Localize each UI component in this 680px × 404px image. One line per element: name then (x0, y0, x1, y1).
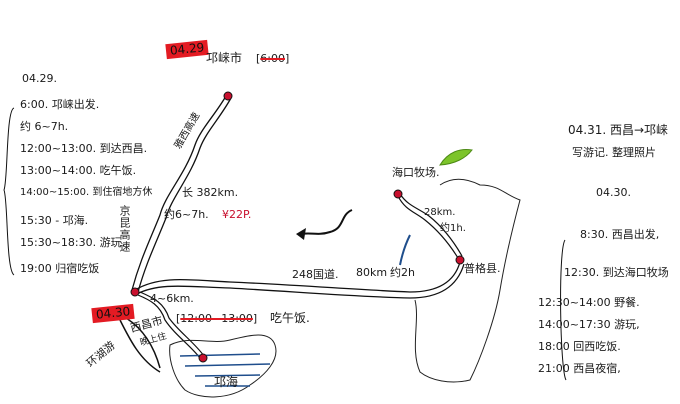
marker-xichang (130, 287, 140, 297)
brace (3, 107, 15, 276)
ranch-label: 海口牧场. (392, 166, 440, 179)
marker-county (455, 255, 465, 265)
road-distance: 80km (356, 266, 388, 279)
lake-water (179, 353, 271, 387)
arrow-head-icon (296, 228, 306, 240)
day3-note: 写游记. 整理照片 (572, 146, 656, 159)
schedule-item: 14:00~15:00. 到住宿地方休 (20, 187, 153, 198)
road-label: 248国道. (292, 268, 339, 281)
day2-schedule-title: 04.30. (596, 186, 631, 199)
day2-schedule-item: 8:30. 西昌出发, (580, 228, 660, 241)
origin-time-value: 6:00 (260, 52, 285, 65)
county-label: 普格县. (464, 262, 501, 275)
loop-arrow-icon (119, 319, 161, 373)
short-distance: 4~6km. (150, 292, 194, 305)
day3-title: 04.31. 西昌→邛崃 (568, 123, 669, 137)
lake-label: 邛海 (214, 375, 239, 389)
lake-road (137, 291, 205, 359)
region-outline (414, 178, 521, 383)
brace (560, 239, 567, 381)
grass-icon (439, 149, 473, 166)
day2-schedule-item: 12:30. 到达海口牧场 (564, 266, 669, 279)
lunch-label: 吃午饭. (270, 311, 310, 325)
road-duration: 约2h (390, 266, 415, 279)
lunch-time-value: 12:00~13:00 (180, 312, 253, 325)
origin-time: [6:00] (256, 52, 290, 65)
day2-schedule-item: 12:30~14:00 野餐. (538, 296, 640, 309)
schedule-item: 15:30~18:30. 游玩. (20, 236, 126, 249)
branch-road (397, 193, 463, 259)
river (399, 234, 411, 266)
marker-ranch (393, 189, 403, 199)
duration-label: 约6~7h. (164, 208, 209, 221)
national-road-248 (134, 261, 465, 299)
schedule-item: 13:00~14:00. 吃午饭. (20, 164, 137, 177)
schedule-item: 6:00. 邛崃出发. (20, 98, 100, 111)
lake-outline (169, 334, 277, 398)
schedule-item: 19:00 归宿吃饭 (20, 262, 100, 275)
lunch-time: [12:00~13:00] (176, 312, 258, 325)
highway-vertical-label: 京昆高速 (118, 205, 131, 253)
marker-qionghai (198, 353, 208, 363)
direction-arrow-icon (301, 209, 353, 235)
schedule-item: 15:30 - 邛海. (20, 214, 89, 227)
day2-schedule-item: 14:00~17:30 游玩, (538, 318, 640, 331)
origin-label: 邛崃市 (206, 51, 243, 65)
branch-duration: 约1h. (440, 223, 466, 234)
distance-label: 长 382km. (182, 186, 239, 199)
toll-label: ¥22P. (222, 208, 252, 221)
schedule-title: 04.29. (22, 72, 57, 85)
highway-road (131, 95, 232, 293)
marker-qionglai (223, 91, 233, 101)
day2-schedule-item: 18:00 回西吃饭. (538, 340, 621, 353)
schedule-item: 12:00~13:00. 到达西昌. (20, 142, 148, 155)
branch-distance: 28km. (424, 207, 456, 218)
day2-schedule-item: 21:00 西昌夜宿, (538, 362, 621, 375)
schedule-item: 约 6~7h. (20, 120, 69, 133)
